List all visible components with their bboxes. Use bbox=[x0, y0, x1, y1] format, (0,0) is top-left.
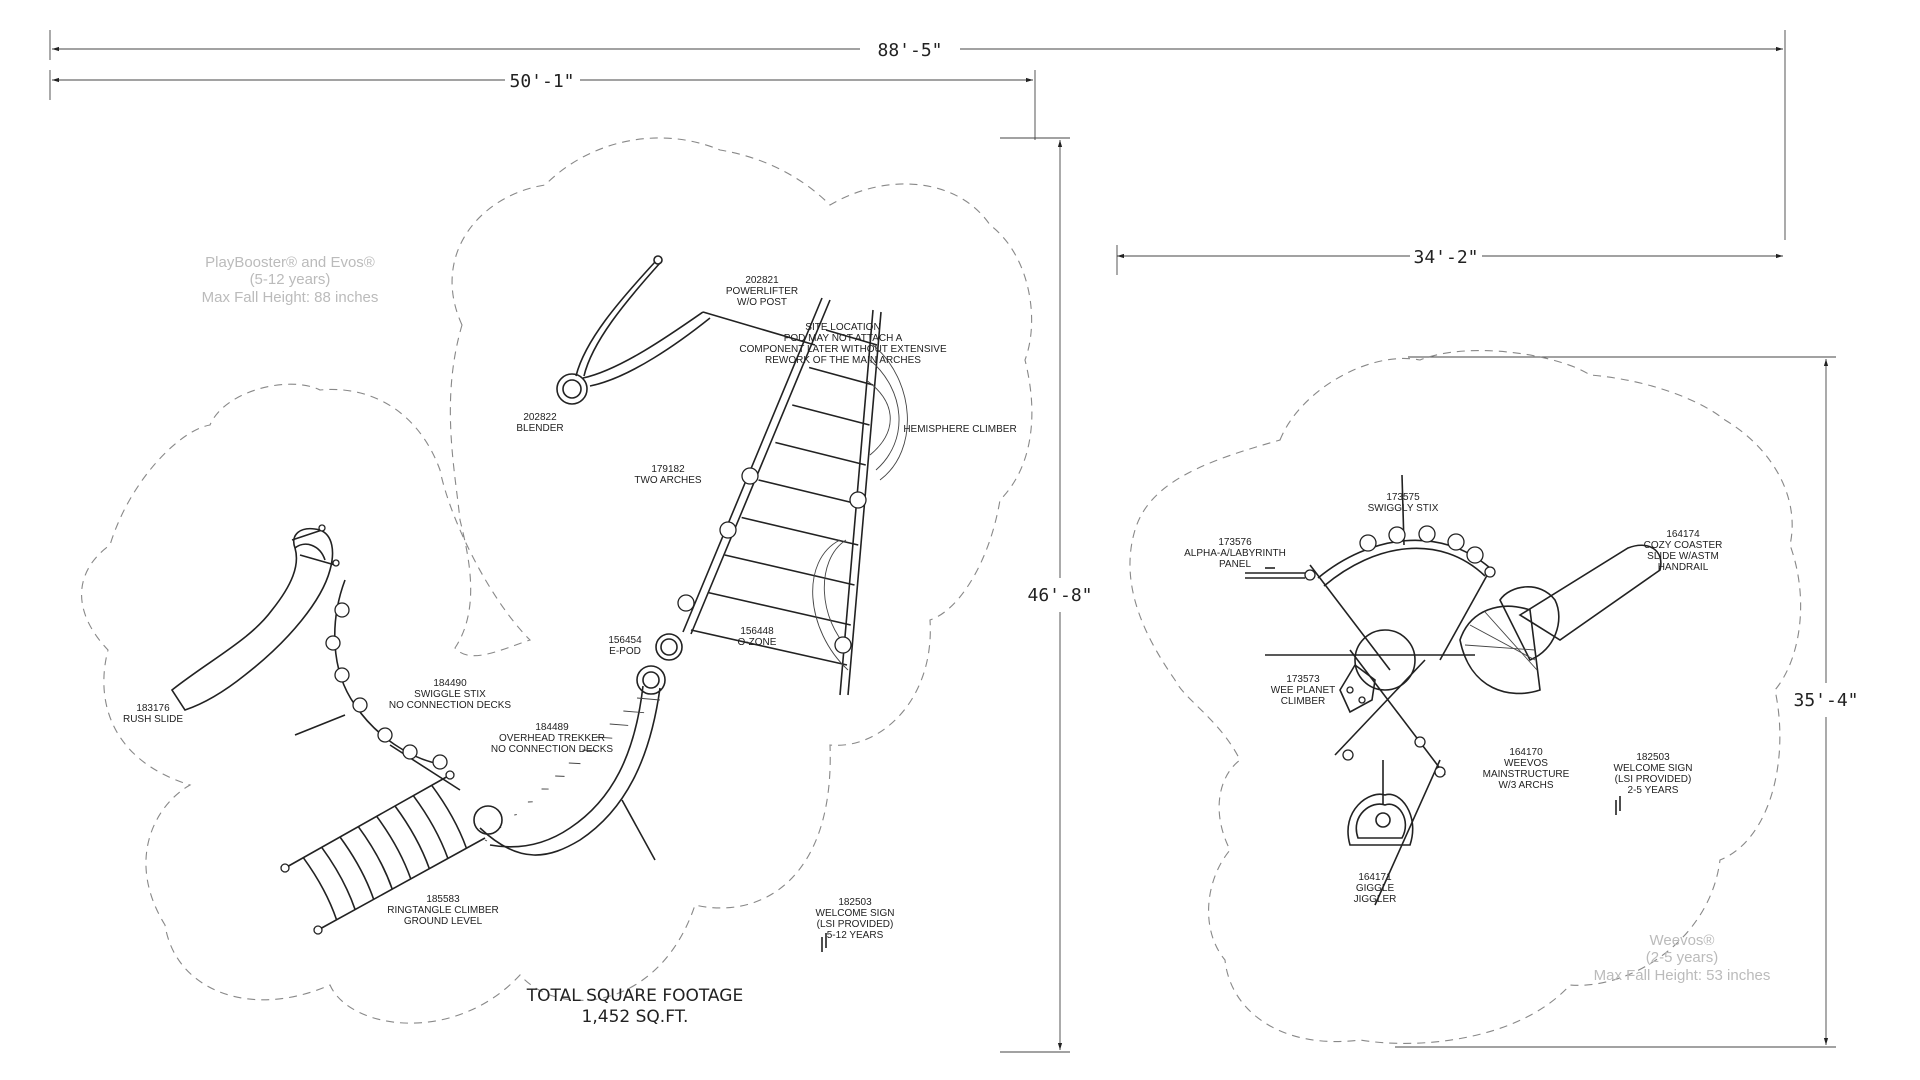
total-square-footage-value: 1,452 SQ.FT. bbox=[582, 1007, 689, 1027]
right-giggle-label: JIGGLER bbox=[1354, 894, 1397, 905]
right-coaster-label: HANDRAIL bbox=[1658, 562, 1709, 573]
overhead-trekker-equipment bbox=[473, 665, 666, 861]
dimension-left-width: 50'-1" bbox=[49, 70, 1036, 140]
left-welcome-label: 5-12 YEARS bbox=[827, 930, 884, 941]
alpha-labyrinth-panel-equipment bbox=[1245, 572, 1305, 579]
right-area-title: Weevos® bbox=[1650, 932, 1715, 949]
right-coaster-label: COZY COASTER bbox=[1644, 540, 1723, 551]
right-mainstructure-label: W/3 ARCHS bbox=[1498, 780, 1553, 791]
left-powerlifter-label: 202821 bbox=[745, 275, 779, 286]
left-area-fall-height: Max Fall Height: 88 inches bbox=[202, 289, 379, 306]
right-welcome-label: (LSI PROVIDED) bbox=[1615, 774, 1692, 785]
cozy-coaster-slide-equipment bbox=[1459, 544, 1662, 695]
overall-width-label: 88'-5" bbox=[877, 40, 942, 61]
weevos-mainstructure-equipment bbox=[1265, 474, 1496, 906]
welcome-sign-left-equipment bbox=[821, 933, 827, 952]
right-mainstructure-label: WEEVOS bbox=[1504, 758, 1548, 769]
left-rush-slide-label: 183176 bbox=[136, 703, 170, 714]
left-ringtangle-label: RINGTANGLE CLIMBER bbox=[387, 905, 499, 916]
left-powerlifter-label: W/O POST bbox=[737, 297, 787, 308]
left-site-note-label: SITE LOCATION bbox=[805, 322, 880, 333]
left-epod-label: 156454 bbox=[608, 635, 642, 646]
left-blender-label: BLENDER bbox=[516, 423, 563, 434]
left-width-label: 50'-1" bbox=[509, 71, 574, 92]
right-width-label: 34'-2" bbox=[1413, 247, 1478, 268]
e-pod-equipment bbox=[655, 633, 683, 661]
right-alpha-label: PANEL bbox=[1219, 559, 1251, 570]
right-height-label: 35'-4" bbox=[1793, 690, 1858, 711]
right-planet-label: CLIMBER bbox=[1281, 696, 1325, 707]
left-trekker-label: 184489 bbox=[535, 722, 569, 733]
left-area-title-block: PlayBooster® and Evos® (5-12 years) Max … bbox=[202, 254, 379, 306]
left-area-age: (5-12 years) bbox=[250, 271, 331, 288]
dimension-left-height: 46'-8" bbox=[1000, 137, 1093, 1053]
left-welcome-label: 182503 bbox=[838, 897, 872, 908]
left-site-note-label: REWORK OF THE MAIN ARCHES bbox=[765, 355, 921, 366]
left-ozone-label: 156448 bbox=[740, 626, 774, 637]
left-trekker-label: NO CONNECTION DECKS bbox=[491, 744, 614, 755]
left-powerlifter-label: POWERLIFTER bbox=[726, 286, 798, 297]
left-area-title: PlayBooster® and Evos® bbox=[205, 254, 375, 271]
left-swiggle-label: NO CONNECTION DECKS bbox=[389, 700, 512, 711]
left-site-note-label: POD MAY NOT ATTACH A bbox=[784, 333, 903, 344]
left-ringtangle-label: GROUND LEVEL bbox=[404, 916, 483, 927]
left-welcome-label: (LSI PROVIDED) bbox=[817, 919, 894, 930]
right-welcome-label: 2-5 YEARS bbox=[1628, 785, 1679, 796]
right-area-title-block: Weevos® (2-5 years) Max Fall Height: 53 … bbox=[1594, 932, 1771, 984]
right-swiggly-label: SWIGGLY STIX bbox=[1368, 503, 1439, 514]
right-alpha-label: ALPHA-A/LABYRINTH bbox=[1184, 548, 1286, 559]
blender-powerlifter-equipment bbox=[556, 255, 816, 405]
left-ozone-label: O-ZONE bbox=[738, 637, 777, 648]
right-coaster-label: 164174 bbox=[1666, 529, 1700, 540]
left-use-zone-boundary bbox=[81, 137, 1033, 1024]
right-planet-label: WEE PLANET bbox=[1271, 685, 1335, 696]
left-epod-label: E-POD bbox=[609, 646, 641, 657]
dimension-right-width: 34'-2" bbox=[1116, 245, 1783, 275]
right-use-zone-boundary bbox=[1129, 350, 1802, 1044]
right-area-fall-height: Max Fall Height: 53 inches bbox=[1594, 967, 1771, 984]
total-square-footage: TOTAL SQUARE FOOTAGE 1,452 SQ.FT. bbox=[526, 986, 743, 1027]
left-blender-label: 202822 bbox=[523, 412, 557, 423]
giggle-jiggler-equipment bbox=[1347, 760, 1414, 846]
left-trekker-label: OVERHEAD TREKKER bbox=[499, 733, 605, 744]
two-arches-climber-equipment bbox=[677, 297, 908, 696]
left-welcome-label: WELCOME SIGN bbox=[816, 908, 895, 919]
right-mainstructure-label: MAINSTRUCTURE bbox=[1483, 769, 1570, 780]
right-welcome-label: 182503 bbox=[1636, 752, 1670, 763]
left-swiggle-label: SWIGGLE STIX bbox=[414, 689, 486, 700]
right-area-age: (2-5 years) bbox=[1646, 949, 1719, 966]
right-welcome-label: WELCOME SIGN bbox=[1614, 763, 1693, 774]
total-square-footage-label: TOTAL SQUARE FOOTAGE bbox=[526, 986, 743, 1006]
ringtangle-climber-equipment bbox=[280, 770, 486, 935]
welcome-sign-right-equipment bbox=[1615, 796, 1621, 815]
left-rush-slide-label: RUSH SLIDE bbox=[123, 714, 183, 725]
right-giggle-label: GIGGLE bbox=[1356, 883, 1395, 894]
right-giggle-label: 164171 bbox=[1358, 872, 1392, 883]
left-hemisphere-label: HEMISPHERE CLIMBER bbox=[903, 424, 1016, 435]
left-ringtangle-label: 185583 bbox=[426, 894, 460, 905]
right-mainstructure-label: 164170 bbox=[1509, 747, 1543, 758]
right-swiggly-label: 173575 bbox=[1386, 492, 1420, 503]
rush-slide-equipment bbox=[170, 524, 340, 711]
left-height-label: 46'-8" bbox=[1027, 585, 1092, 606]
dimension-right-height: 35'-4" bbox=[1395, 356, 1859, 1048]
left-swiggle-label: 184490 bbox=[433, 678, 467, 689]
wee-planet-climber-equipment bbox=[1339, 629, 1416, 714]
right-alpha-label: 173576 bbox=[1218, 537, 1252, 548]
left-arches-label: 179182 bbox=[651, 464, 685, 475]
dimension-overall-width: 88'-5" bbox=[49, 30, 1786, 240]
swiggle-stix-equipment bbox=[294, 579, 461, 791]
right-planet-label: 173573 bbox=[1286, 674, 1320, 685]
left-arches-label: TWO ARCHES bbox=[634, 475, 702, 486]
right-coaster-label: SLIDE W/ASTM bbox=[1647, 551, 1719, 562]
left-site-note-label: COMPONENT LATER WITHOUT EXTENSIVE bbox=[739, 344, 947, 355]
